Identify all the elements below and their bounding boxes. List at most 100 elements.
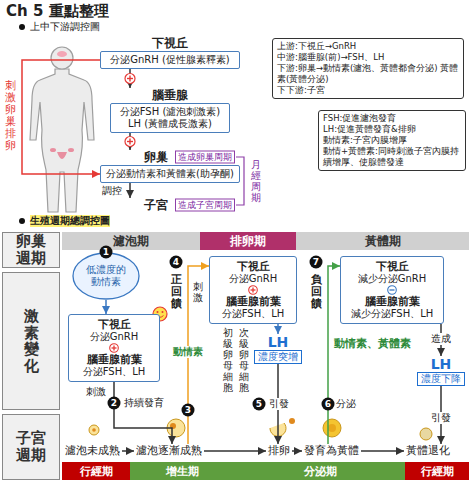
box-body: 分泌FSH (濾泡刺激素) LH (黃體成長激素) — [110, 103, 230, 133]
feedback-box: 下視丘分泌GnRH腦垂腺前葉分泌FSH、LH — [68, 314, 160, 382]
node-text: 分泌期 — [304, 464, 337, 479]
edge-label: 造成 — [430, 333, 452, 345]
node-text: LH:促進黃體發育&排卵 — [323, 124, 461, 135]
cycle-note: 造成子宮周期 — [175, 199, 235, 212]
node-text: 腦垂腺前葉 — [345, 295, 439, 308]
hormone-label: 動情素、黃體素 — [334, 338, 411, 350]
stage-text: 濾泡未成熟 — [63, 444, 122, 458]
node-text: LH — [417, 356, 465, 372]
box-body: 濃度突增 — [254, 350, 302, 364]
cell-label: 次級卵母細胞 — [239, 327, 249, 393]
box-body: 分泌GnRH (促性腺素釋素) — [100, 51, 240, 69]
section-heading: 上中下游調控圖 — [30, 21, 100, 33]
node-text: 行經期 — [80, 464, 113, 479]
node-text: 發育為黃體 — [304, 444, 359, 458]
bullet — [19, 24, 25, 30]
callout-number: 4 — [170, 256, 183, 269]
bullet — [19, 218, 25, 224]
connector-arrow — [114, 382, 172, 444]
node-text: LH — [254, 334, 302, 350]
hypothalamus-box: 下視丘分泌GnRH (促性腺素釋素) — [100, 36, 240, 69]
follicles — [89, 418, 432, 440]
callout-number: 7 — [310, 256, 323, 269]
connector-arrow — [129, 183, 131, 198]
node-text: 動情素:子宮內膜增厚 — [323, 135, 461, 146]
node-text: 黃體期 — [365, 233, 401, 250]
connector-arrow — [292, 450, 302, 452]
node-text: 卵巢週期 — [15, 233, 47, 267]
uterus-phase-band: 行經期 — [405, 462, 469, 480]
note-box: 上游:下視丘→GnRH中游:腦垂腺(前)→FSH、LH下游:卵巢→動情素(濾泡、… — [272, 38, 464, 99]
node-text: 減少分泌GnRH — [345, 273, 439, 285]
minus-sign — [387, 285, 397, 295]
cell-label: 初級卵母細胞 — [223, 327, 233, 393]
node-text: 濃度突增 — [257, 351, 299, 363]
feedback-box: 下視丘分泌GnRH腦垂腺前葉分泌FSH、LH — [209, 256, 297, 324]
row-header: 子宮週期 — [2, 414, 60, 480]
edge-label: 分泌 — [335, 398, 357, 410]
node-text: 激素變化 — [24, 308, 39, 374]
connector-arrow — [129, 69, 131, 88]
edge-label: 調控 — [101, 185, 123, 197]
human-figure — [30, 47, 94, 212]
edge-label: 刺激 — [85, 386, 107, 398]
node-text: 下游:卵巢→動情素(濾泡、黃體都會分泌) 黃體素(黃體分泌) — [277, 63, 459, 85]
node-text: 下視丘 — [214, 260, 292, 273]
node-text: 分泌GnRH (促性腺素釋素) — [104, 54, 236, 66]
connector-arrow — [204, 450, 266, 452]
node-text: 行經期 — [421, 464, 454, 479]
node-text: 動情+黃體素:同時刺激子宮內膜持續增厚、使腺體發達 — [323, 146, 461, 168]
node-text: 濾泡期 — [113, 233, 149, 250]
node-text: 下下游:子宮 — [277, 85, 459, 96]
node-text: 減少分泌FSH、LH — [345, 308, 439, 320]
callout-number: 2 — [108, 397, 121, 410]
row-header: 卵巢週期 — [2, 232, 60, 268]
node-text: 濃度下降 — [420, 373, 462, 385]
stage-text: 黃體退化 — [404, 444, 452, 458]
cycle-note: 造成卵巢周期 — [175, 151, 235, 164]
callout-number: 6 — [322, 398, 335, 411]
node-text: 黃體退化 — [406, 444, 450, 458]
node-text: 分泌FSH、LH — [214, 308, 292, 320]
node-text: 濾泡逐漸成熟 — [136, 444, 202, 458]
node-text: 下視丘 — [100, 36, 240, 51]
phase-band: 黃體期 — [296, 232, 469, 250]
lh-level: LH濃度突增 — [254, 334, 302, 364]
node-text: 腦垂腺前葉 — [214, 295, 292, 308]
bracket-label: 月經周期 — [251, 159, 261, 203]
plus-sign — [125, 137, 135, 147]
note-box: FSH:促進濾泡發育LH:促進黃體發育&排卵動情素:子宮內膜增厚動情+黃體素:同… — [318, 110, 466, 171]
node-text: 分泌FSH、LH — [73, 366, 155, 378]
feedback-label: 正回饋 — [171, 274, 182, 310]
step-note: 刺激 — [193, 281, 203, 303]
connector-arrow — [122, 450, 134, 452]
node-text: 排卵 — [268, 444, 290, 458]
edge-label: 引發 — [268, 398, 290, 410]
node-text: FSH:促進濾泡發育 — [323, 113, 461, 124]
section-heading: 生殖週期總調控圖 — [30, 215, 110, 227]
callout-number: 5 — [253, 398, 266, 411]
phase-band: 排卵期 — [200, 232, 296, 250]
connector-arrow — [277, 324, 279, 334]
node-text: 濾泡未成熟 — [65, 444, 120, 458]
connector-arrow — [328, 266, 340, 444]
step-note: 持續發育 — [124, 397, 164, 409]
box-body: 分泌動情素和黃體素(助孕酮) — [100, 165, 240, 183]
connector-arrow — [129, 133, 131, 150]
node-text: 分泌動情素和黃體素(助孕酮) — [104, 168, 236, 180]
edge-label: 引發 — [430, 412, 452, 424]
node-text: 排卵期 — [230, 233, 266, 250]
node-text: 低濃度的動情素 — [82, 264, 130, 288]
node-text: 子宮週期 — [15, 430, 47, 464]
connector-arrow — [361, 450, 404, 452]
node-text: 中游:腦垂腺(前)→FSH、LH — [277, 52, 459, 63]
plus-sign — [125, 74, 135, 84]
node-text: 下視丘 — [73, 318, 155, 331]
node-text: 腦垂腺 — [110, 88, 230, 103]
row-header: 激素變化 — [2, 272, 60, 410]
page-title: Ch 5 重點整理 — [6, 2, 109, 20]
feedback-label: 負回饋 — [311, 274, 322, 310]
edge-label: 動情素 — [172, 346, 204, 358]
lh-level: LH濃度下降 — [417, 356, 465, 386]
hormone-ellipse: 低濃度的動情素 — [72, 252, 140, 300]
